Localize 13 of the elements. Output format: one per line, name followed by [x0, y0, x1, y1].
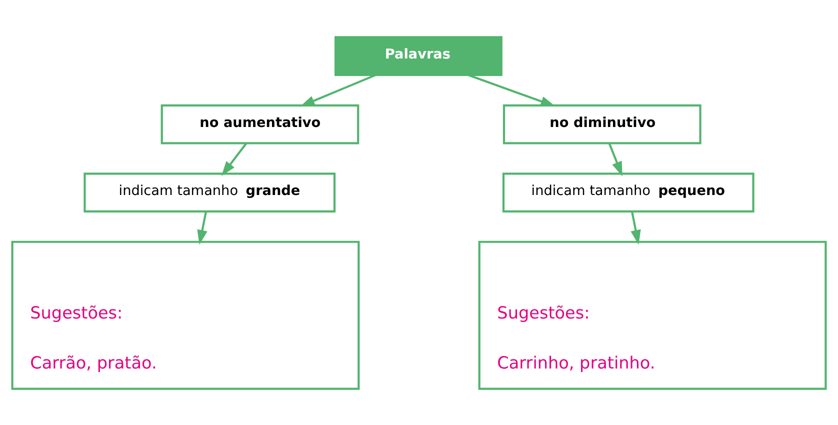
arrow — [197, 211, 208, 244]
node-box: Palavras — [334, 36, 502, 76]
node-box: no diminutivo — [502, 104, 702, 144]
arrow — [221, 142, 248, 176]
arrow — [300, 74, 376, 106]
arrow — [468, 74, 556, 106]
arrow — [630, 211, 641, 244]
arrow — [608, 142, 622, 176]
node-box: indicam tamanho grande — [84, 172, 336, 212]
node-box: Sugestões: Carrinho, pratinho. — [478, 240, 827, 390]
node-box: Sugestões: Carrão, pratão. — [11, 240, 360, 390]
node-box: no aumentativo — [160, 104, 360, 144]
node-box: indicam tamanho pequeno — [502, 172, 754, 212]
